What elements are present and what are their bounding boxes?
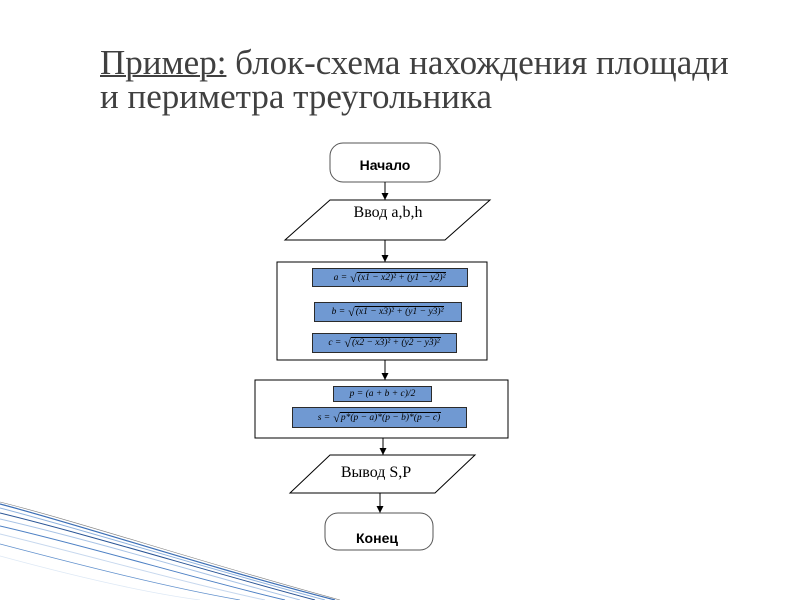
input-label: Ввод a,b,h	[353, 204, 423, 221]
formula-radicand: p*(p − a)*(p − b)*(p − c)	[339, 411, 442, 423]
title-line-1-text: блок-схема нахождения площади	[235, 43, 729, 82]
title-line-2: и периметра треугольника	[100, 77, 492, 116]
sqrt-symbol: √	[348, 305, 355, 319]
formula-lhs: b =	[331, 307, 346, 317]
output-label: Вывод S,P	[340, 464, 412, 481]
formula-radicand: (x2 − x3)² + (y2 − y3)²	[350, 337, 441, 348]
formula-text: p = (a + b + c)/2	[349, 389, 416, 399]
title-prefix: Пример:	[100, 43, 227, 82]
start-label: Начало	[359, 157, 411, 173]
formula-half-perimeter: p = (a + b + c)/2	[333, 386, 432, 402]
input-parallelogram	[283, 199, 492, 241]
end-label: Конец	[356, 530, 398, 546]
decoration-line	[0, 525, 286, 600]
decoration-line	[0, 543, 241, 600]
formula-lhs: a =	[333, 272, 348, 283]
formula-area: s = √ p*(p − a)*(p − b)*(p − c)	[292, 407, 467, 428]
formula-side-c: c = √ (x2 − x3)² + (y2 − y3)²	[312, 333, 457, 353]
decoration-line	[0, 512, 316, 600]
sqrt-symbol: √	[350, 270, 357, 285]
formula-side-a: a = √ (x1 − x2)² + (y1 − y2)²	[312, 268, 468, 287]
formula-lhs: c =	[328, 338, 342, 348]
output-parallelogram	[288, 454, 477, 494]
decoration-line	[0, 555, 201, 600]
end-terminator	[324, 512, 434, 551]
sqrt-symbol: √	[333, 410, 340, 425]
decoration-line	[0, 503, 336, 600]
decoration-line	[0, 533, 266, 600]
formula-radicand: (x1 − x2)² + (y1 − y2)²	[356, 271, 447, 283]
decoration-line	[0, 518, 301, 600]
decoration-line	[0, 501, 341, 600]
decoration-line	[0, 507, 326, 600]
title-line-1: Пример:блок-схема нахождения площади	[100, 43, 729, 82]
formula-side-b: b = √ (x1 − x3)² + (y1 − y3)²	[314, 302, 462, 322]
formula-radicand: (x1 − x3)² + (y1 − y3)²	[354, 306, 445, 317]
sqrt-symbol: √	[344, 336, 351, 350]
formula-lhs: s =	[317, 412, 331, 423]
decoration-swoosh	[0, 501, 341, 600]
slide-title: Пример:блок-схема нахождения площади и п…	[100, 43, 729, 116]
